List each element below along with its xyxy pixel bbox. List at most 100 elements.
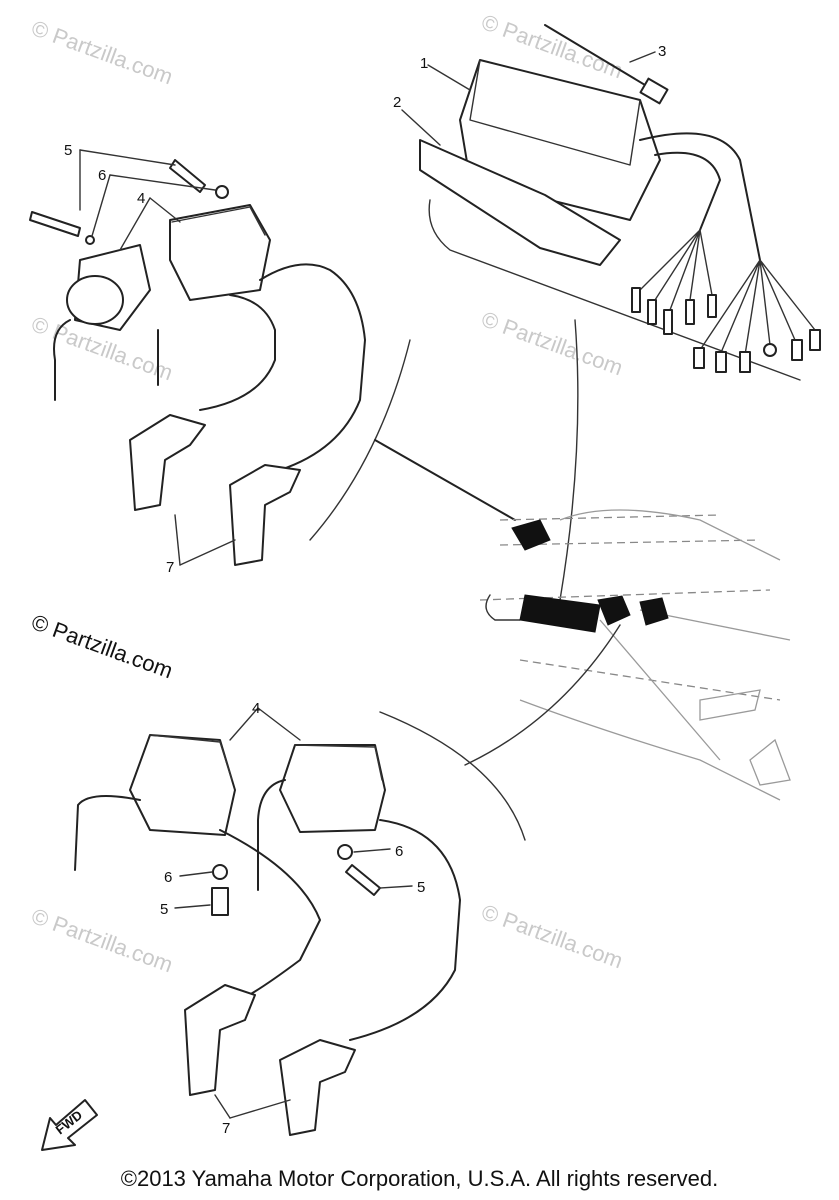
mounted-part: [639, 597, 669, 626]
ignition-coil-edge: [171, 206, 266, 236]
callout-3: 3: [658, 43, 666, 60]
connector: [715, 351, 727, 373]
assembly-outline: [428, 199, 801, 381]
frame-part: [485, 594, 521, 621]
washer: [337, 844, 353, 860]
frame-part: [749, 738, 791, 786]
callout-6: 6: [395, 843, 403, 860]
leader-line: [257, 707, 301, 741]
leader-line: [629, 51, 656, 63]
plug-cap: [279, 1039, 356, 1136]
ignition-coil: [279, 744, 386, 833]
connector: [647, 299, 657, 325]
leader-line: [401, 109, 441, 146]
plug-cap: [184, 984, 256, 1096]
mounted-part: [511, 519, 551, 551]
cdi-unit-edge: [469, 59, 641, 166]
plug-cap: [229, 464, 301, 566]
callout-5: 5: [417, 879, 425, 896]
leader-line: [91, 174, 111, 237]
leader-line: [119, 197, 151, 251]
ht-lead: [259, 263, 366, 471]
coil-wire: [53, 319, 71, 401]
callout-4: 4: [252, 700, 260, 717]
connector: [663, 309, 673, 335]
connector: [763, 343, 777, 357]
mounted-part: [519, 594, 601, 633]
bracket-line: [309, 339, 411, 541]
frame-part: [699, 689, 761, 721]
callout-2: 2: [393, 94, 401, 111]
leader-line: [149, 197, 181, 223]
connector: [791, 339, 803, 361]
callout-5: 5: [160, 901, 168, 918]
pointer-line: [559, 319, 579, 601]
connector: [707, 294, 717, 318]
leader-line: [229, 1099, 291, 1119]
ignition-coil: [129, 734, 236, 836]
copyright-notice: ©2013 Yamaha Motor Corporation, U.S.A. A…: [120, 1166, 719, 1191]
washer: [215, 185, 229, 199]
mounted-part: [597, 595, 631, 626]
callout-5: 5: [64, 142, 72, 159]
ignition-coils-bottom: [74, 707, 526, 1136]
watermark-prominent: © Partzilla.com: [28, 609, 176, 683]
ignition-coil: [169, 204, 271, 301]
leader-line: [379, 885, 413, 889]
callout-7: 7: [166, 559, 174, 576]
harness-wire: [654, 151, 721, 231]
callout-4: 4: [137, 190, 145, 207]
connector-fan: [631, 229, 821, 373]
watermark: © Partzilla.com: [28, 15, 176, 89]
leader-line: [214, 1094, 231, 1119]
ht-lead: [349, 819, 461, 1041]
connector: [739, 351, 751, 373]
bolt: [211, 887, 229, 916]
cdi-cover-plate: [419, 139, 621, 266]
watermark: © Partzilla.com: [28, 903, 176, 977]
bolt: [29, 211, 81, 237]
bolt: [169, 159, 206, 193]
leader-line: [353, 848, 391, 853]
callout-7: 7: [222, 1120, 230, 1137]
ht-lead: [219, 829, 321, 1001]
connector: [631, 287, 641, 313]
ignition-coil-edge: [149, 734, 233, 781]
screw-rod-head: [639, 77, 669, 105]
ignition-coils-top: [29, 149, 516, 566]
leader-line: [79, 149, 176, 166]
harness-wire: [639, 132, 761, 261]
leader-line: [179, 871, 213, 877]
washer: [212, 864, 228, 880]
connector: [685, 299, 695, 325]
leader-line: [109, 174, 216, 191]
leader-line: [174, 904, 211, 909]
leader-line: [179, 539, 236, 566]
leader-line: [427, 64, 471, 91]
ignition-coil-body: [66, 275, 124, 325]
plug-cap: [129, 414, 206, 511]
callout-6: 6: [98, 167, 106, 184]
callout-6: 6: [164, 869, 172, 886]
washer: [85, 235, 95, 245]
pointer-line: [464, 624, 621, 766]
bracket-line: [379, 711, 526, 841]
screw-rod: [544, 24, 651, 89]
leader-line: [229, 707, 259, 741]
coil-wire: [74, 795, 141, 871]
watermark: © Partzilla.com: [478, 306, 626, 380]
fwd-arrow-icon: FWD: [41, 1099, 98, 1151]
bolt: [345, 864, 381, 896]
callout-1: 1: [420, 55, 428, 72]
frame-detail: [464, 509, 791, 801]
ignition-coil-edge: [294, 744, 383, 781]
pointer-line: [374, 439, 516, 521]
connector: [693, 347, 705, 369]
cdi-unit-assembly: [401, 24, 821, 601]
watermark: © Partzilla.com: [478, 899, 626, 973]
connector: [809, 329, 821, 351]
coil-wire: [257, 779, 286, 891]
callouts: 1 2 3 4 5 6 7 4 6 5 6 5 7: [64, 43, 666, 1137]
ht-lead: [199, 294, 276, 411]
